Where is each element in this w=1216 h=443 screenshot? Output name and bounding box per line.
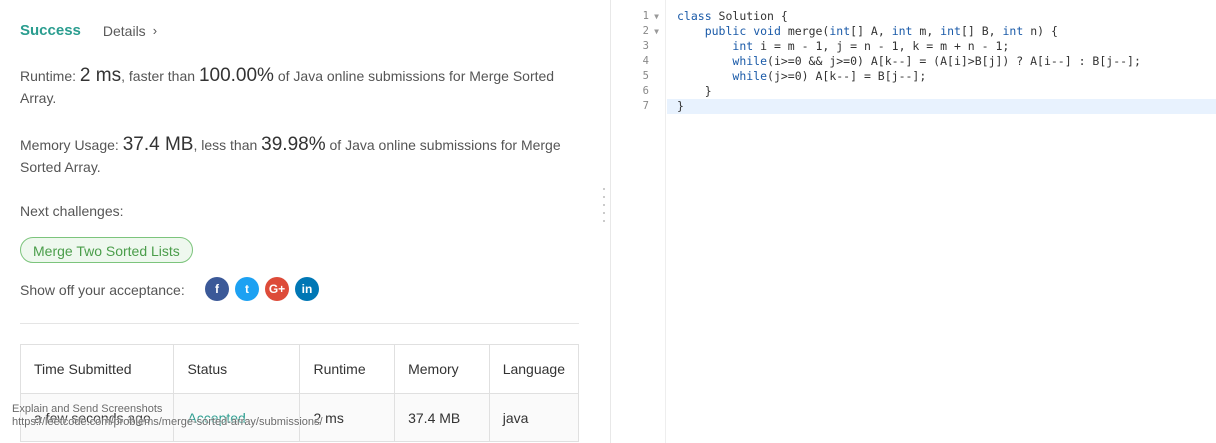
status-success: Success [20, 22, 81, 39]
line-numbers: 1▼ 2▼ 3 4 5 6 7 [611, 9, 665, 114]
cell-runtime: 2 ms [299, 393, 396, 442]
memory-percent: 39.98% [261, 134, 326, 155]
chevron-right-icon: › [152, 23, 158, 38]
runtime-percent: 100.00% [198, 65, 274, 86]
col-language[interactable]: Language [488, 344, 580, 394]
col-status[interactable]: Status [173, 344, 301, 394]
cell-time-submitted: a few seconds ago [19, 393, 175, 442]
line-number: 2▼ [642, 25, 659, 37]
details-link[interactable]: Details › [103, 23, 157, 39]
share-label: Show off your acceptance: [20, 282, 185, 298]
code-line[interactable]: } [677, 84, 712, 98]
submissions-table: Time Submitted Status Runtime Memory Lan… [19, 344, 580, 442]
cell-memory: 37.4 MB [394, 393, 490, 442]
runtime-stat: Runtime: 2 ms, faster than 100.00% of Ja… [20, 65, 580, 109]
screenshot-overlay-text: Explain and Send Screenshots https://lee… [12, 403, 323, 429]
col-time-submitted[interactable]: Time Submitted [19, 344, 175, 394]
line-number: 5 [642, 70, 649, 82]
twitter-icon[interactable]: t [235, 277, 259, 301]
next-challenge-button[interactable]: Merge Two Sorted Lists [20, 237, 193, 263]
code-line[interactable]: public void merge(int[] A, int m, int[] … [704, 24, 1058, 38]
linkedin-icon[interactable]: in [295, 277, 319, 301]
runtime-mid: , faster than [121, 68, 199, 84]
overlay-title: Explain and Send Screenshots [12, 403, 163, 415]
fold-arrow-icon[interactable]: ▼ [654, 27, 659, 36]
details-label: Details [102, 22, 146, 39]
code-line[interactable]: class Solution { [677, 9, 788, 23]
divider [20, 323, 579, 324]
table-row: a few seconds ago Accepted 2 ms 37.4 MB … [19, 393, 580, 442]
cell-status-link[interactable]: Accepted [173, 393, 301, 442]
code-editor[interactable]: 1▼ 2▼ 3 4 5 6 7 class Solution { public … [611, 0, 1216, 443]
line-number: 6 [642, 85, 649, 97]
social-share-buttons: f t G+ in [205, 277, 325, 301]
memory-suffix: of Java online submissions for Merge Sor… [20, 137, 561, 175]
facebook-icon[interactable]: f [205, 277, 229, 301]
col-runtime[interactable]: Runtime [299, 344, 396, 394]
memory-value: 37.4 MB [122, 134, 194, 155]
drag-handle-icon[interactable] [603, 188, 605, 228]
runtime-suffix: of Java online submissions for Merge Sor… [20, 68, 555, 106]
line-number: 4 [642, 55, 649, 67]
line-number: 1▼ [642, 10, 659, 22]
result-header: Success Details › [20, 22, 157, 39]
editor-gutter [611, 0, 666, 443]
code-lines[interactable]: class Solution { public void merge(int[]… [667, 9, 1216, 114]
runtime-prefix: Runtime: [20, 68, 80, 84]
line-number: 7 [642, 100, 649, 112]
memory-stat: Memory Usage: 37.4 MB, less than 39.98% … [20, 134, 580, 178]
next-challenges-label: Next challenges: [20, 203, 124, 219]
overlay-url: https://leetcode.com/problems/merge-sort… [12, 416, 323, 428]
panel-splitter[interactable] [598, 0, 611, 443]
line-number: 3 [642, 40, 649, 52]
col-memory[interactable]: Memory [394, 344, 490, 394]
code-line[interactable]: while(i>=0 && j>=0) A[k--] = (A[i]>B[j])… [732, 54, 1141, 68]
code-line[interactable]: int i = m - 1, j = n - 1, k = m + n - 1; [732, 39, 1010, 53]
google-plus-icon[interactable]: G+ [265, 277, 289, 301]
fold-arrow-icon[interactable]: ▼ [654, 12, 659, 21]
submission-result-panel: Success Details › Runtime: 2 ms, faster … [0, 0, 598, 443]
runtime-value: 2 ms [79, 65, 122, 86]
memory-prefix: Memory Usage: [20, 137, 123, 153]
table-header-row: Time Submitted Status Runtime Memory Lan… [19, 344, 580, 394]
code-line[interactable]: } [667, 99, 1216, 114]
code-line[interactable]: while(j>=0) A[k--] = B[j--]; [732, 69, 927, 83]
memory-mid: , less than [193, 137, 262, 153]
cell-language: java [488, 393, 580, 442]
